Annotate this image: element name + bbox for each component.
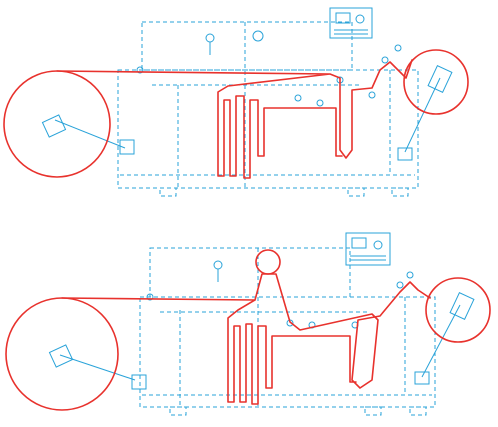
upper-machine-diagram — [3, 7, 469, 197]
lower-rewind-roll — [425, 277, 491, 343]
upper-machine-frame — [117, 21, 419, 197]
upper-unwind-roll — [3, 70, 111, 178]
upper-guide-components — [41, 30, 453, 161]
lower-unwind-roll — [5, 297, 119, 411]
lower-machine-diagram — [5, 232, 491, 416]
upper-web-path — [56, 59, 413, 179]
lower-control-panel — [345, 232, 391, 266]
lower-web-path — [61, 273, 431, 405]
lower-machine-frame — [139, 247, 436, 416]
upper-rewind-roll — [403, 49, 469, 115]
lower-top-roll — [255, 249, 281, 275]
lower-guide-components — [48, 260, 475, 390]
upper-control-panel — [329, 7, 373, 39]
